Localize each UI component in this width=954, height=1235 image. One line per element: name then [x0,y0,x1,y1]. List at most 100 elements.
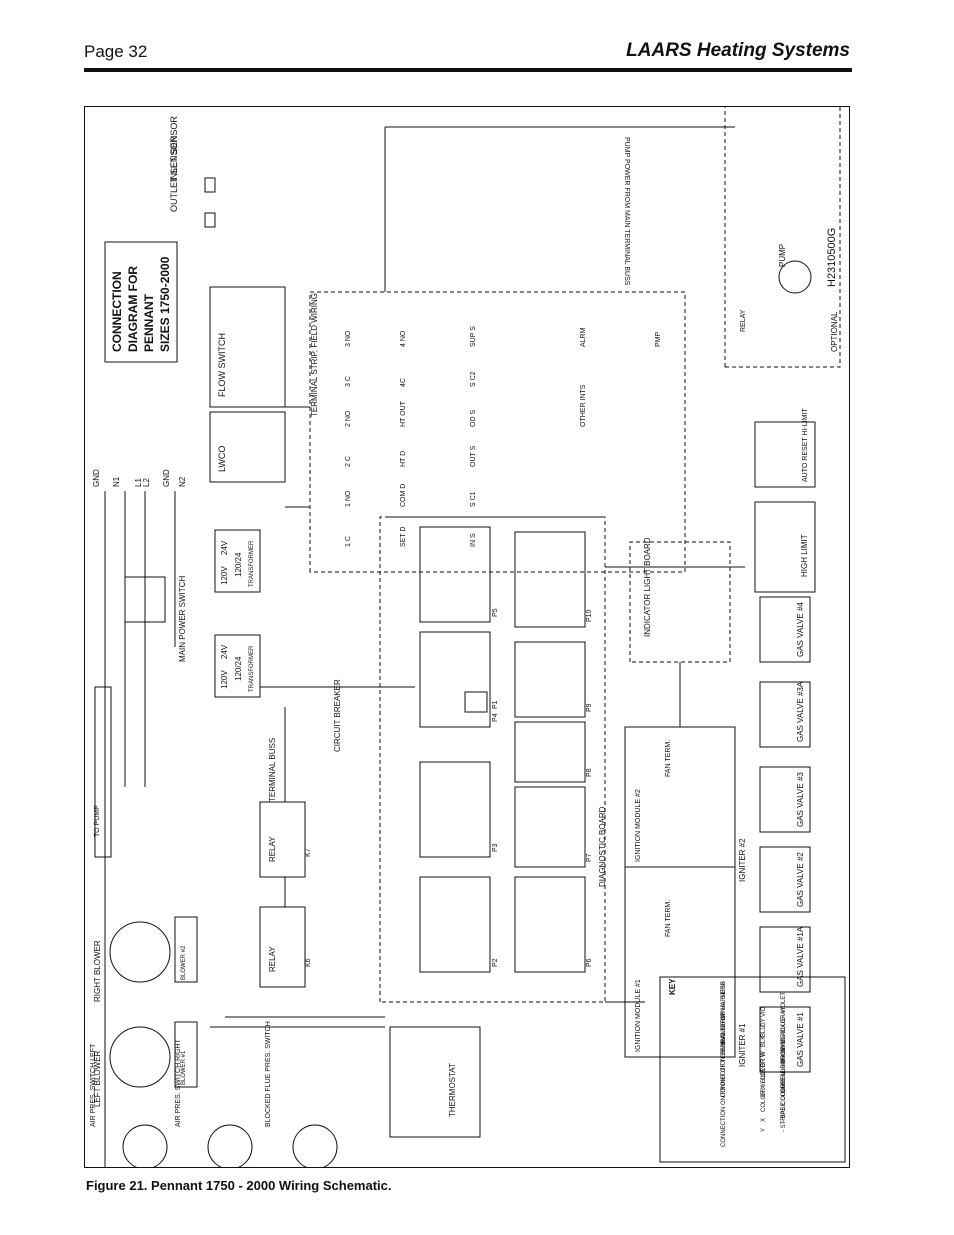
svg-text:- ORANGE: - ORANGE [781,1047,787,1077]
outlet-sensor-label: OUTLET SENSOR [169,136,179,212]
page-header: Page 32 LAARS Heating Systems [84,40,852,66]
term-4c: 4C [400,378,407,387]
term-ods: OD S [470,410,477,427]
relay-k7-label: RELAY [268,836,277,862]
header-rule [84,68,852,72]
diagram-title: CONNECTION DIAGRAM FOR PENNANT SIZES 175… [104,241,178,363]
wiring-schematic: CONNECTION DIAGRAM FOR PENNANT SIZES 175… [90,101,846,1170]
term-htout: HT OUT [400,400,407,427]
term-2c: 2 C [345,456,352,467]
transformer-2-label: TRANSFORMER [249,645,255,692]
term-1no: 1 NO [345,490,352,507]
pump-motor [778,260,812,294]
key-branch: BRANCH OF HARNESS [721,981,727,1047]
term-3c: 3 C [345,376,352,387]
svg-text:Y: Y [761,1128,767,1132]
transformer-1-primary: 120V [220,566,229,585]
svg-text:- GRAY: - GRAY [781,1007,787,1027]
left-blower-label: LEFT BLOWER [93,1050,102,1107]
lwco-label: LWCO [217,446,227,472]
relay-k6 [259,906,306,988]
connector-blocks: P2 P3 P4 P5 P6 P7 P8 P9 P10 P1 [419,526,593,973]
pump-relay-label: RELAY [740,309,747,332]
brand-title: LAARS Heating Systems [626,40,850,61]
conn-p2: P2 [492,958,499,967]
power-gnd: GND [92,469,101,487]
terminal-strip-region [309,291,686,573]
ignition-module-2-label: IGNITION MODULE #2 [635,789,642,862]
term-sc2: S C2 [470,371,477,387]
power-l1: L1 [134,478,143,487]
power-n2: N2 [178,476,187,487]
right-blower-label: RIGHT BLOWER [93,940,102,1002]
pump-label: PUMP [778,244,787,267]
ignition-module-1-label: IGNITION MODULE #1 [635,979,642,1052]
inlet-sensor-label: INLET SENSOR [169,116,179,182]
blower-1-label: BLOWER #1 [181,1050,187,1085]
harness-wires [210,126,745,1028]
svg-text:BLK: BLK [761,1036,767,1047]
conn-p7: P7 [586,853,593,862]
key-colors: VIO- VIOLET GY- GRAY BLU- BLUE BLK- BLAC… [761,992,787,1132]
fan-term-2-label: FAN TERM. [665,740,672,777]
svg-text:X: X [761,1118,767,1122]
transformer-2 [214,634,261,698]
pump-power-note: PUMP POWER FROM MAIN TERMINAL BUSS [623,137,630,286]
diagnostic-board-label: DIAGNOSTIC BOARD [598,806,607,887]
key-front: CONNECTION ON FRONT OF TERMINAL STRIP [721,1013,727,1147]
gas-valve-4: GAS VALVE #4 [796,602,805,657]
lwco-box [209,411,286,483]
key-title: KEY [668,978,677,995]
transformer-2-taps: 120/24 [234,656,243,681]
blower-1-connector [174,1021,198,1088]
term-sups: SUP S [470,326,477,347]
terminal-buss [94,686,112,858]
conn-p8: P8 [586,768,593,777]
auto-reset-label: AUTO RESET HI-LIMIT [802,408,809,482]
title-line-4: SIZES 1750-2000 [158,256,172,352]
transformer-2-primary: 120V [220,670,229,689]
svg-text:GR: GR [761,1087,767,1097]
inlet-sensor-body [204,177,216,193]
transformer-2-secondary: 24V [220,644,229,659]
term-comd: COM D [400,484,407,507]
blower-2-connector [174,916,198,983]
term-2no: 2 NO [345,410,352,427]
term-3no: 3 NO [345,330,352,347]
main-power-switch-label: MAIN POWER SWITCH [178,576,187,662]
svg-text:W: W [761,1051,767,1057]
flow-switch-box [209,286,286,408]
to-pump-label: TO PUMP [94,805,101,837]
term-outs: OUT S [470,445,477,467]
svg-text:VIO: VIO [761,1006,767,1017]
svg-text:- YELLOW: - YELLOW [781,1058,787,1087]
transformer-1-secondary: 24V [220,540,229,555]
svg-text:- STRIPE COLOR: - STRIPE COLOR [781,1083,787,1132]
terminal-buss-label: TERMINAL BUSS [268,738,277,802]
left-blower-housing [109,1026,171,1088]
relay-k6-label: RELAY [268,946,277,972]
conn-p9: P9 [586,703,593,712]
relay-k7-id: K7 [305,848,312,857]
conn-p4: P4 [492,713,499,722]
outlet-sensor-body [204,212,216,228]
power-l2: L2 [142,478,151,487]
term-1c: 1 C [345,536,352,547]
svg-text:GY: GY [761,1018,767,1027]
indicator-board-region [629,541,731,663]
svg-text:COLOR X / COLOR Y:: COLOR X / COLOR Y: [761,1051,767,1112]
svg-text:BLU: BLU [761,1025,767,1037]
svg-text:YEL: YEL [761,1075,767,1087]
term-ins: IN S [470,533,477,547]
page-number: Page 32 [84,42,148,61]
drawing-number: H2310500G [826,228,838,287]
flow-switch-label: FLOW SWITCH [217,333,227,397]
optional-label: OPTIONAL [830,311,839,352]
gas-valve-3: GAS VALVE #3 [796,772,805,827]
gas-valve-2: GAS VALVE #2 [796,852,805,907]
air-pres-right-label: AIR PRES. SWITCH RIGHT [175,1038,182,1127]
title-box [104,241,178,363]
schematic-frame: CONNECTION DIAGRAM FOR PENNANT SIZES 175… [84,101,850,1170]
high-limit-label: HIGH LIMIT [800,534,809,577]
thermostat-label: THERMOSTAT [448,1063,457,1117]
